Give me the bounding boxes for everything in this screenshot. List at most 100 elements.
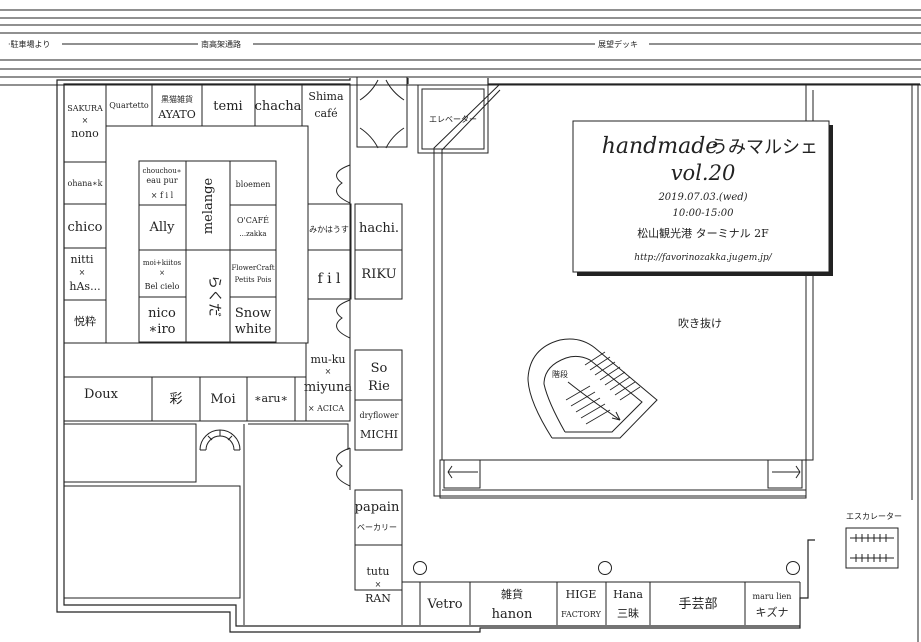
- event-title-en: handmade: [602, 134, 719, 159]
- booth-ayato: AYATO: [157, 108, 196, 121]
- event-url: http://favorinozakka.jugem.jp/: [634, 253, 772, 263]
- booth-fil: f i l: [317, 271, 341, 287]
- booth-zanmai: 三昧: [617, 607, 639, 620]
- elevator: [417, 84, 489, 154]
- booth-moikiitos-x: ×: [159, 269, 165, 277]
- column-papain: [354, 489, 403, 625]
- bottom-row: [64, 343, 307, 421]
- booth-sakura: SAKURA: [67, 104, 103, 113]
- booth-papain: papain: [355, 500, 400, 515]
- booth-ohana: ohana∗k: [68, 179, 103, 188]
- booth-dryflower: dryflower: [359, 411, 398, 420]
- booth-rie: Rie: [368, 379, 390, 394]
- pillars: [413, 561, 800, 575]
- lower-left-rooms: [63, 423, 349, 625]
- event-title-jp: うみマルシェ: [710, 137, 818, 158]
- booth-ocafe-zakka: ...zakka: [239, 230, 266, 238]
- booth-muku: mu-ku: [311, 353, 346, 366]
- booth-nitti-x: ×: [79, 268, 86, 277]
- booth-ran: RAN: [365, 592, 391, 605]
- booth-temi: temi: [213, 99, 242, 114]
- top-row: [105, 84, 303, 126]
- booth-miyuna: miyuna: [304, 380, 353, 395]
- booth-tutu: tutu: [366, 565, 389, 578]
- column-sorie: [354, 349, 403, 451]
- grilles: [443, 459, 803, 489]
- doors: [336, 164, 351, 490]
- booth-zakka: 雑貨: [501, 587, 523, 601]
- booth-factory: FACTORY: [561, 610, 601, 619]
- elevator-label: エレベーター: [429, 115, 477, 124]
- booth-chouchou: chouchou∗: [142, 167, 181, 175]
- stair-arrow: [567, 381, 621, 421]
- event-vol: vol.20: [671, 161, 736, 185]
- booth-bakery: ベーカリー: [357, 523, 397, 532]
- booth-chouchou-fil: × f i l: [151, 191, 174, 200]
- booth-chacha: chacha: [255, 99, 302, 114]
- booth-mikahausu: みかはうす: [309, 225, 349, 234]
- center-island: [138, 160, 277, 343]
- bottom-booths: [402, 581, 801, 625]
- booth-etsusui: 悦粋: [74, 314, 96, 328]
- booth-melange: melange: [201, 178, 216, 235]
- escalator-label: エスカレーター: [846, 512, 902, 521]
- booth-michi: MICHI: [360, 428, 398, 441]
- booth-nico: nico: [148, 306, 176, 321]
- booth-tutu-x: ×: [375, 580, 382, 589]
- event-card: handmade うみマルシェ vol.20 2019.07.03.(wed) …: [572, 120, 833, 276]
- booth-kuroneko: 黒猫雑貨: [161, 94, 193, 104]
- booth-rakuda: らくだ: [206, 275, 222, 317]
- booth-petitspois: Petits Pois: [235, 276, 272, 284]
- booth-has: hAs...: [69, 280, 100, 293]
- booth-shugeibu: 手芸部: [678, 596, 717, 612]
- booth-moi: Moi: [210, 392, 235, 407]
- left-block: [63, 83, 351, 422]
- stairs-label: 階段: [552, 369, 568, 379]
- column-fil: [307, 203, 403, 300]
- entrance-doors: [356, 76, 408, 149]
- bridge-label: 南高架通路: [201, 39, 241, 49]
- booth-snow: Snow: [235, 306, 271, 321]
- booth-white: white: [235, 322, 272, 337]
- booth-shima: Shima: [308, 90, 344, 103]
- booth-aya: 彩: [169, 392, 182, 407]
- booth-hige: HIGE: [566, 588, 597, 601]
- booth-quartetto: Quartetto: [109, 101, 149, 110]
- booth-vetro: Vetro: [426, 597, 462, 612]
- booth-ocafe: O'CAFÉ: [237, 216, 269, 225]
- booth-nitti: nitti: [71, 253, 94, 266]
- booth-marulien: maru lien: [753, 592, 792, 601]
- booth-flowercraft: FlowerCraft: [231, 264, 274, 272]
- deck-label: 展望デッキ: [598, 39, 638, 49]
- main-staircase: [527, 338, 658, 439]
- booth-cafe: café: [314, 107, 337, 120]
- booth-bloemen: bloemen: [236, 180, 271, 189]
- booth-hana: Hana: [613, 588, 643, 601]
- escalator: [845, 527, 899, 569]
- atrium-label: 吹き抜け: [678, 316, 722, 330]
- booth-belcielo: Bel cielo: [145, 282, 180, 291]
- booth-aru: ∗aru∗: [254, 392, 288, 405]
- parking-label: ·駐車場より: [8, 39, 50, 49]
- booth-muku-x: ×: [325, 367, 332, 376]
- booth-moikiitos: moi+kiitos: [143, 259, 182, 267]
- event-venue: 松山観光港 ターミナル 2F: [637, 226, 769, 240]
- booth-eaupur: eau pur: [146, 176, 177, 185]
- booth-riku: RIKU: [361, 267, 396, 282]
- booth-so: So: [371, 361, 388, 376]
- booth-nono: nono: [71, 127, 99, 140]
- event-time: 10:00-15:00: [672, 208, 734, 219]
- booth-iro: ∗iro: [148, 322, 175, 337]
- booth-acica: × ACICA: [308, 404, 344, 413]
- stair-treads: [565, 351, 641, 425]
- booth-hachi: hachi.: [359, 221, 399, 236]
- booth-hanon: hanon: [492, 607, 533, 622]
- booth-kizuna: キズナ: [756, 605, 789, 619]
- booth-sakura-x: ×: [82, 116, 89, 125]
- corridor-line: ·駐車場より 南高架通路 展望デッキ: [8, 39, 921, 49]
- booth-chico: chico: [68, 220, 103, 235]
- left-column: [64, 161, 106, 344]
- spiral-stair: [199, 429, 241, 451]
- event-date: 2019.07.03.(wed): [657, 192, 747, 203]
